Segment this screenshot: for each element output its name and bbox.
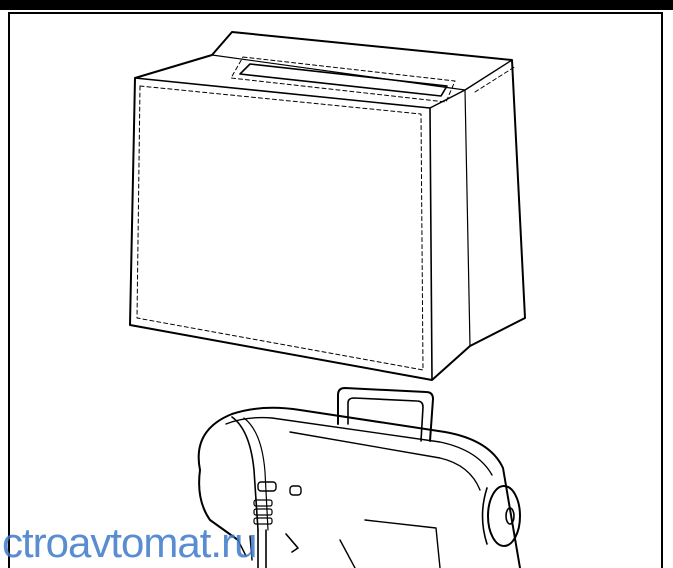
handwheel xyxy=(487,485,521,547)
machine-head-face xyxy=(231,416,259,531)
carry-handle xyxy=(337,387,434,442)
lower-arm xyxy=(339,539,356,568)
presser-foot-lever xyxy=(285,533,299,553)
handwheel-hub xyxy=(505,507,515,525)
machine-top-contour xyxy=(225,416,493,476)
dust-cover-top-edge xyxy=(429,59,513,109)
reverse-button xyxy=(289,485,302,496)
sewing-machine xyxy=(197,387,521,568)
vent-slot-2 xyxy=(253,508,273,516)
handwheel-rim xyxy=(481,487,488,545)
machine-front-panel xyxy=(289,431,481,491)
dust-cover-top-crease xyxy=(211,54,466,91)
machine-head-left xyxy=(198,469,239,541)
machine-head-face-inner xyxy=(243,417,269,531)
dust-cover-seam-slot xyxy=(230,56,456,103)
display-window xyxy=(364,519,441,568)
watermark-text: ctroavtomat.ru xyxy=(2,519,257,566)
machine-body xyxy=(197,406,521,568)
header-bar xyxy=(0,0,673,10)
figure-frame xyxy=(8,12,663,568)
carry-handle-inner xyxy=(347,397,424,442)
thread-guide xyxy=(237,535,253,561)
stop-start-button xyxy=(257,481,277,492)
dust-cover xyxy=(129,31,526,381)
handle-slot xyxy=(239,63,448,97)
dust-cover-seam-side xyxy=(474,65,517,93)
dust-cover-seam-front xyxy=(136,85,424,371)
vent-slot-3 xyxy=(253,517,273,525)
needle-bar xyxy=(257,529,267,568)
dust-cover-side-fold xyxy=(464,89,471,347)
dust-cover-outline xyxy=(129,31,526,381)
vent-slot-1 xyxy=(253,499,273,507)
